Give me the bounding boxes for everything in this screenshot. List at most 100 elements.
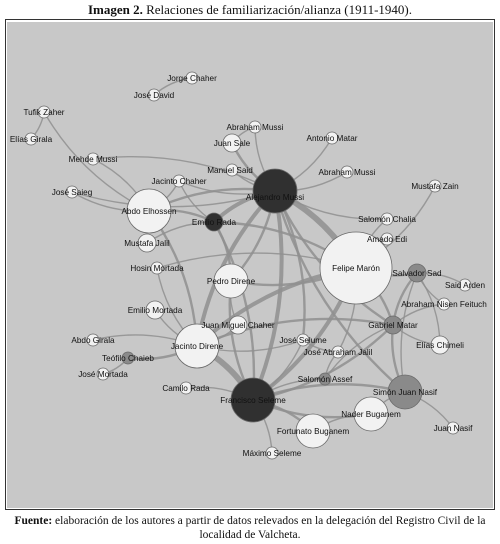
node-label-jacinto_direne: Jacinto Direne [171,342,224,351]
source-text: elaboración de los autores a partir de d… [55,515,486,541]
node-label-felipe_maron: Felipe Marón [332,264,380,273]
node-label-salomon_chalia: Salomón Chalia [358,215,416,224]
node-jose_selume [296,333,310,347]
node-label-jose_selume: José Selume [279,336,327,345]
node-fortunato_buganem [295,413,331,449]
node-label-alejandro_mussi: Alejandro Mussi [246,193,304,202]
node-label-salvador_sad: Salvador Sad [392,269,442,278]
node-jose_abraham_jalil [331,345,345,359]
node-amado_edi [380,232,394,246]
node-hosin_mortada [150,261,164,275]
node-label-juan_sale: Juan Sale [214,139,251,148]
source-label: Fuente: [14,515,53,527]
figure-source: Fuente: elaboración de los autores a par… [8,514,492,542]
node-mehde_mussi [86,152,100,166]
node-nader_buganem [353,396,389,432]
node-label-teofilo_chaieb: Teófilo Chaieb [102,354,154,363]
node-emilio_rada [204,212,224,232]
node-said_arden [458,278,472,292]
node-camilo_rada [179,381,193,395]
node-juan_sale [222,133,242,153]
node-label-salomon_assef: Salomón Assef [298,375,353,384]
node-tufik_zaher [37,105,51,119]
node-abdo_girala [86,333,100,347]
node-label-francisco_seleme: Francisco Seleme [220,396,286,405]
node-label-abraham_mussi_top: Abraham Mussi [227,123,284,132]
figure-caption: Imagen 2. Relaciones de familiarización/… [0,2,500,18]
node-abdo_elhossen [126,188,172,234]
node-label-tufik_zaher: Tufik Zaher [23,108,64,117]
node-label-abdo_girala: Abdo Girala [71,336,115,345]
edge-alejandro_mussi-jose_saieg [71,190,276,208]
node-label-jose_abraham_jalil: José Abraham Jalil [304,348,373,357]
node-label-mustafa_zain: Mustafa Zain [411,182,459,191]
node-jacinto_chaher [172,174,186,188]
node-abraham_mussi_right [340,165,354,179]
node-label-pedro_direne: Pedro Direne [207,277,256,286]
node-alejandro_mussi [252,168,298,214]
caption-text: Relaciones de familiarización/alianza (1… [146,2,413,17]
node-label-emilio_rada: Emilio Rada [192,218,237,227]
node-label-emilio_mortada: Emilio Mortada [128,306,183,315]
node-layer [24,71,472,460]
node-jorge_chaher [185,71,199,85]
node-francisco_seleme [230,377,276,423]
node-label-jose_saieg: José Saieg [52,188,93,197]
node-label-simon_juan_nasif: Simón Juan Nasif [373,388,438,397]
node-salomon_chalia [380,212,394,226]
node-simon_juan_nasif [387,374,423,410]
node-label-elias_girala: Elías Girala [10,135,53,144]
node-label-antonio_matar: Antonio Matar [307,134,358,143]
node-label-elias_chimeli: Elías Chimeli [416,341,464,350]
node-manuel_said [225,163,239,177]
node-label-fortunato_buganem: Fortunato Buganem [277,427,350,436]
node-label-juan_miguel_chaher: Juan Miguel Chaher [201,321,275,330]
node-label-nader_buganem: Nader Buganem [341,410,401,419]
node-teofilo_chaieb [121,351,135,365]
node-jose_mortada [96,367,110,381]
node-felipe_maron [319,231,393,305]
node-jose_david [147,88,161,102]
graph-background [7,22,493,508]
node-mustafa_jalil [137,233,157,253]
node-juan_nasif [446,421,460,435]
node-label-camilo_rada: Camilo Rada [162,384,210,393]
node-jacinto_direne [174,323,220,369]
node-juan_miguel_chaher [228,315,248,335]
edge-alejandro_mussi-mehde_mussi [92,155,276,192]
caption-label: Imagen 2. [87,2,143,17]
node-abraham_mussi_top [248,120,262,134]
node-salvador_sad [407,263,427,283]
node-label-hosin_mortada: Hosin Mortada [130,264,184,273]
node-pedro_direne [213,263,249,299]
node-label-abraham_nisen: Abraham Nisen Feituch [401,300,487,309]
node-label-juan_nasif: Juan Nasif [434,424,473,433]
edge-alejandro_mussi-francisco_seleme [251,189,284,402]
node-label-said_arden: Said Arden [445,281,486,290]
node-gabriel_matar [383,315,403,335]
node-label-mustafa_jalil: Mustafa Jalil [124,239,170,248]
node-abraham_nisen [437,297,451,311]
node-label-jose_mortada: José Mortada [78,370,128,379]
node-label-maximo_seleme: Máximo Seleme [243,449,302,458]
node-label-abdo_elhossen: Abdo Elhossen [121,207,177,216]
node-mustafa_zain [428,179,442,193]
node-maximo_seleme [265,446,279,460]
node-salomon_assef [318,372,332,386]
node-label-manuel_said: Manuel Said [207,166,253,175]
node-label-abraham_mussi_right: Abraham Mussi [319,168,376,177]
edge-jacinto_direne-gabriel_matar [195,317,395,348]
node-label-mehde_mussi: Mehde Mussi [69,155,118,164]
node-label-amado_edi: Amado Edi [367,235,407,244]
node-antonio_matar [325,131,339,145]
node-label-gabriel_matar: Gabriel Matar [368,321,418,330]
node-elias_chimeli [430,335,450,355]
node-label-jose_david: José David [134,91,175,100]
node-label-jacinto_chaher: Jacinto Chaher [151,177,206,186]
node-jose_saieg [65,185,79,199]
node-label-jorge_chaher: Jorge Chaher [167,74,217,83]
node-elias_girala [24,132,38,146]
edge-alejandro_mussi-simon_juan_nasif [273,189,407,394]
